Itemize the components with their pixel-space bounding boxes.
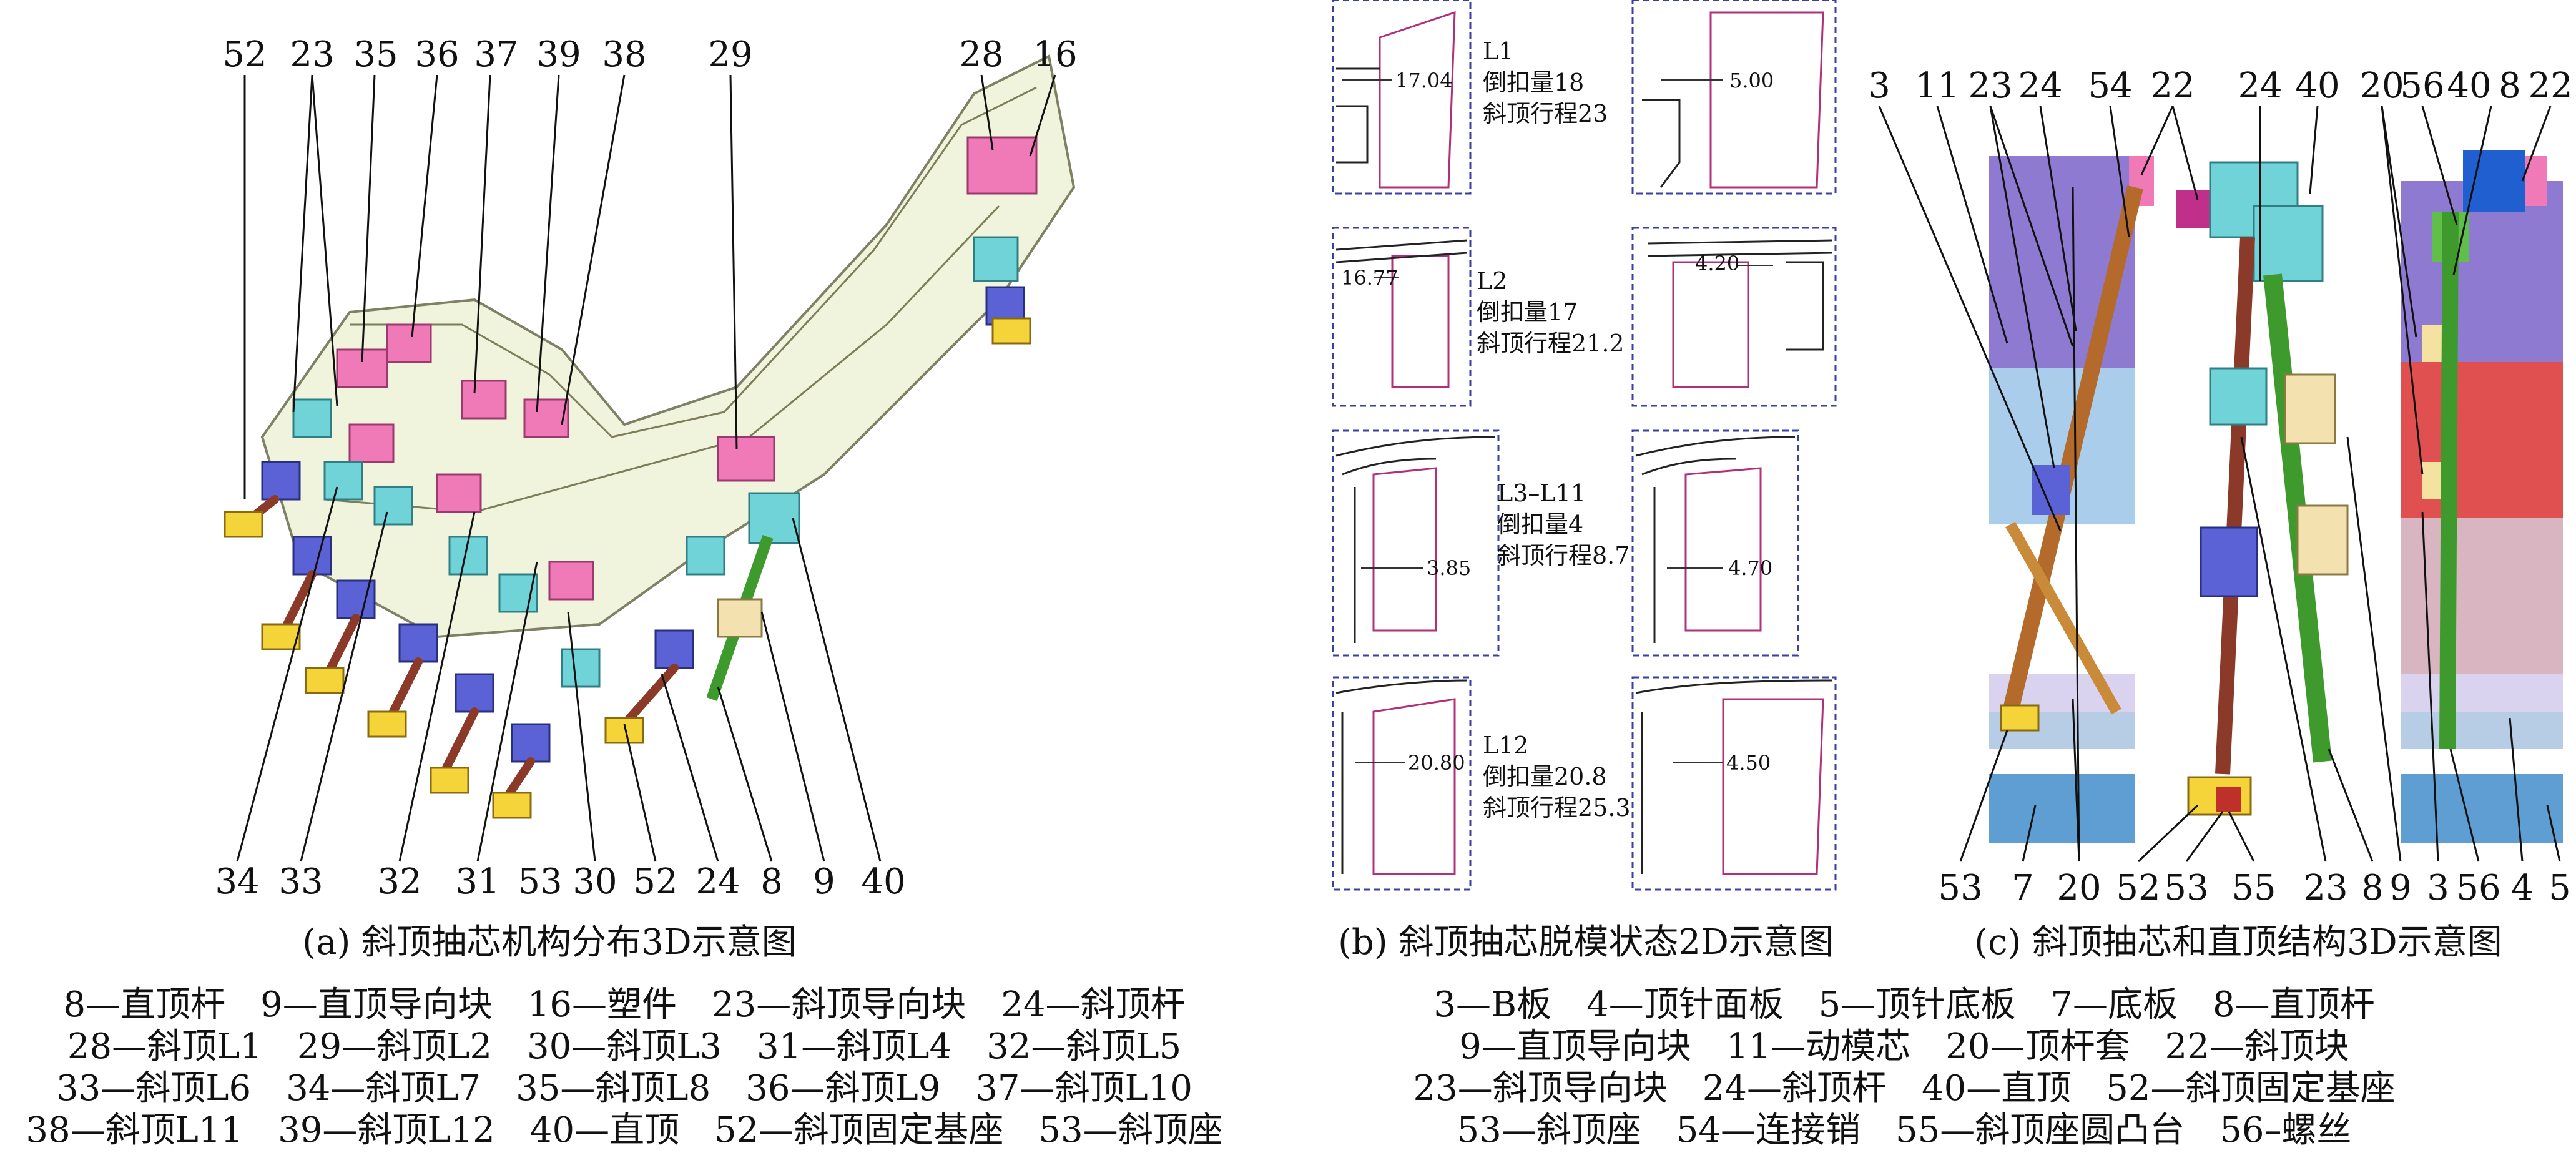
lifter-bases — [261, 286, 1025, 763]
callout-label: 40 — [2295, 66, 2340, 106]
callout-label: 55 — [2231, 868, 2276, 908]
callout-label: 7 — [2012, 868, 2034, 908]
callout-label: 24 — [2018, 66, 2063, 106]
callout-label: 31 — [455, 861, 500, 902]
lifter-guide-blocks — [292, 236, 1019, 688]
dimension-lines — [1342, 79, 1773, 763]
callout-label: 9 — [2389, 868, 2412, 908]
panel-a-leaders — [236, 74, 1056, 862]
lifter-name: L12 — [1483, 732, 1529, 759]
callout-label: 16 — [1033, 34, 1078, 75]
callout-label: 8 — [2499, 66, 2521, 106]
undercut-amount: 倒扣量17 — [1477, 298, 1578, 326]
callout-label: 53 — [1938, 868, 1983, 908]
callout-label: 22 — [2150, 66, 2195, 106]
callout-label: 30 — [573, 861, 617, 902]
dimension-value: 17.04 — [1395, 69, 1453, 92]
callout-label: 53 — [518, 861, 563, 902]
callout-label: 37 — [474, 34, 519, 75]
panel-a-caption: (a) 斜顶抽芯机构分布3D示意图 — [302, 922, 797, 963]
panel-b-caption: (b) 斜顶抽芯脱模状态2D示意图 — [1338, 922, 1834, 963]
callout-label: 20 — [2057, 868, 2102, 908]
legend-left-line: 8—直顶杆 9—直顶导向块 16—塑件 23—斜顶导向块 24—斜顶杆 — [63, 984, 1186, 1025]
section-outlines — [1372, 11, 1824, 875]
lifter-name: L2 — [1477, 267, 1508, 295]
undercut-amount: 倒扣量18 — [1483, 69, 1585, 96]
callout-label: 8 — [760, 861, 783, 902]
callout-label: 8 — [2361, 868, 2384, 908]
right-assembly — [2401, 150, 2563, 843]
callout-label: 35 — [353, 34, 398, 75]
lifter-stroke: 斜顶行程21.2 — [1477, 330, 1625, 357]
callout-label: 23 — [290, 34, 335, 75]
dimension-value: 20.80 — [1408, 751, 1465, 775]
callout-label: 40 — [861, 861, 906, 902]
panel-c-caption: (c) 斜顶抽芯和直顶结构3D示意图 — [1974, 922, 2502, 963]
callout-label: 32 — [377, 861, 422, 902]
callout-label: 3 — [1868, 66, 1890, 106]
callout-label: 56 — [2456, 868, 2501, 908]
callout-label: 52 — [633, 861, 678, 902]
callout-label: 4 — [2511, 868, 2534, 908]
lifter-stroke: 斜顶行程8.7 — [1497, 542, 1630, 569]
ejector-pin-set — [706, 535, 774, 701]
callout-label: 52 — [222, 34, 267, 75]
mold-outlines — [1335, 67, 1833, 874]
callout-label: 53 — [2164, 868, 2209, 908]
legend-left-line: 33—斜顶L6 34—斜顶L7 35—斜顶L8 36—斜顶L9 37—斜顶L10 — [56, 1068, 1192, 1109]
lifter-name: L1 — [1483, 37, 1514, 65]
dimension-value: 4.70 — [1728, 556, 1773, 580]
callout-label: 56 — [2400, 66, 2445, 106]
callout-label: 5 — [2549, 868, 2571, 908]
callout-label: 52 — [2116, 868, 2161, 908]
callout-label: 24 — [2238, 66, 2283, 106]
callout-label: 11 — [1915, 66, 1960, 106]
callout-label: 28 — [959, 34, 1004, 75]
callout-label: 9 — [813, 861, 835, 902]
legend-left-line: 28—斜顶L1 29—斜顶L2 30—斜顶L3 31—斜顶L4 32—斜顶L5 — [67, 1026, 1182, 1067]
legend-right-line: 9—直顶导向块 11—动模芯 20—顶杆套 22—斜顶块 — [1459, 1026, 2349, 1067]
left-assembly — [1989, 156, 2154, 843]
callout-label: 33 — [278, 861, 323, 902]
dimension-value: 16.77 — [1341, 266, 1399, 290]
lifter-stroke: 斜顶行程25.3 — [1483, 794, 1631, 822]
middle-assembly — [2176, 161, 2349, 816]
lifter-stroke: 斜顶行程23 — [1483, 100, 1608, 127]
undercut-amount: 倒扣量20.8 — [1483, 763, 1607, 790]
legend-right-line: 3—B板 4—顶针面板 5—顶针底板 7—底板 8—直顶杆 — [1433, 984, 2375, 1025]
lifter-blocks — [336, 136, 1038, 601]
callout-label: 23 — [1968, 66, 2013, 106]
dimension-value: 4.50 — [1726, 751, 1771, 775]
legend-left-line: 38—斜顶L11 39—斜顶L12 40—直顶 52—斜顶固定基座 53—斜顶座 — [26, 1110, 1223, 1151]
callout-label: 22 — [2528, 66, 2573, 106]
callout-label: 34 — [215, 861, 260, 902]
dimension-value: 5.00 — [1729, 69, 1774, 92]
undercut-amount: 倒扣量4 — [1497, 511, 1584, 538]
dimension-value: 3.85 — [1427, 556, 1472, 580]
section-frames — [1332, 0, 1837, 891]
callout-label: 20 — [2359, 66, 2404, 106]
callout-label: 54 — [2088, 66, 2133, 106]
callout-label: 29 — [708, 34, 753, 75]
lifter-fixed-seats — [224, 317, 1031, 819]
lifter-name: L3–L11 — [1497, 479, 1586, 507]
callout-label: 3 — [2427, 868, 2449, 908]
callout-label: 23 — [2303, 868, 2348, 908]
callout-label: 39 — [536, 34, 581, 75]
legend-right-line: 23—斜顶导向块 24—斜顶杆 40—直顶 52—斜顶固定基座 — [1413, 1068, 2396, 1109]
callout-label: 38 — [602, 34, 647, 75]
callout-label: 24 — [696, 861, 740, 902]
legend-right-line: 53—斜顶座 54—连接销 55—斜顶座圆凸台 56–螺丝 — [1457, 1110, 2352, 1151]
callout-label: 40 — [2447, 66, 2492, 106]
callout-label: 36 — [415, 34, 460, 75]
panel-c-leaders — [1878, 106, 2561, 863]
dimension-value: 4.20 — [1695, 252, 1740, 275]
